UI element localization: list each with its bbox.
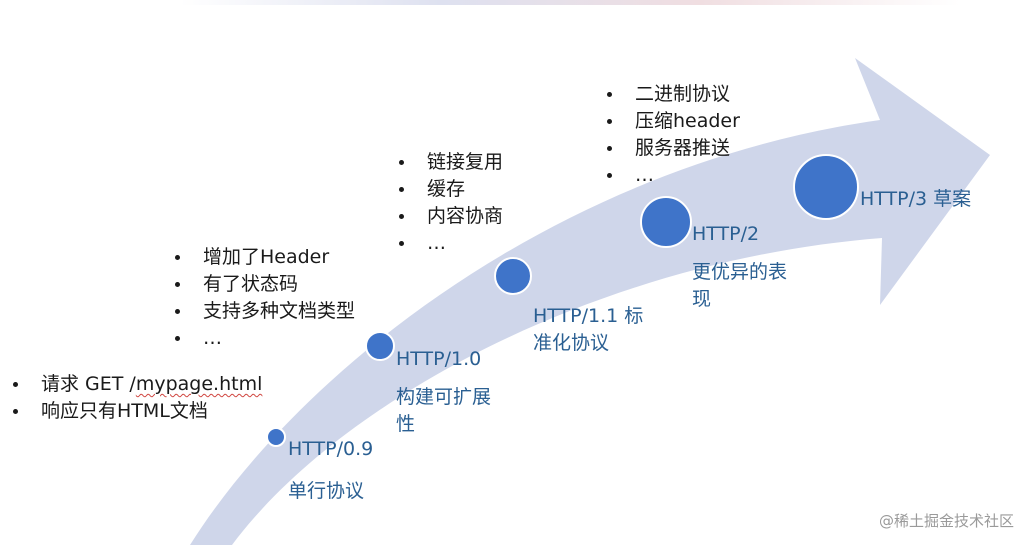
feature-item: 响应只有HTML文档 [8,398,262,425]
node-http-1-0 [365,331,395,361]
label-http-1-1: HTTP/1.1 标 准化协议 [533,275,643,358]
label-http-1-0: HTTP/1.0 构建可扩展 性 [396,346,491,439]
label-http-3: HTTP/3 草案 [860,186,971,214]
node-http-2 [640,196,692,248]
feature-item: 链接复用 [394,149,503,176]
misspelling-mark: mypage.html [135,373,263,395]
feature-item: 内容协商 [394,203,503,230]
feature-item: 缓存 [394,176,503,203]
progress-arrow [190,58,990,545]
feature-item: 服务器推送 [602,135,740,162]
feature-item: 请求 GET /mypage.html [8,371,262,398]
features-http-1-0: 增加了Header 有了状态码 支持多种文档类型 … [170,244,355,352]
version-description: 更优异的表 现 [692,260,788,311]
feature-item: … [394,230,503,257]
features-http-1-1: 链接复用 缓存 内容协商 … [394,149,503,257]
version-label: HTTP/1.0 [396,348,482,370]
feature-item: 压缩header [602,108,740,135]
feature-item: 有了状态码 [170,271,355,298]
top-decorative-strip [180,0,960,5]
version-label: HTTP/2 [692,223,760,245]
watermark: @稀土掘金技术社区 [878,512,1014,530]
version-description: 单行协议 [288,479,365,502]
feature-item: 支持多种文档类型 [170,298,355,325]
feature-item: 二进制协议 [602,81,740,108]
version-label: HTTP/3 草案 [860,188,972,210]
node-http-1-1 [494,257,532,295]
version-label: HTTP/0.9 [288,438,374,460]
node-http-3 [793,154,859,220]
feature-item: … [170,325,355,352]
feature-item: 增加了Header [170,244,355,271]
features-http-0-9: 请求 GET /mypage.html 响应只有HTML文档 [8,371,262,425]
node-http-0-9 [266,427,286,447]
label-http-2: HTTP/2 更优异的表 现 [692,221,787,314]
feature-item: … [602,162,740,189]
version-label: HTTP/1.1 标 准化协议 [533,304,644,355]
features-http-2: 二进制协议 压缩header 服务器推送 … [602,81,740,189]
version-description: 构建可扩展 性 [396,385,492,436]
label-http-0-9: HTTP/0.9 单行协议 [288,436,373,505]
